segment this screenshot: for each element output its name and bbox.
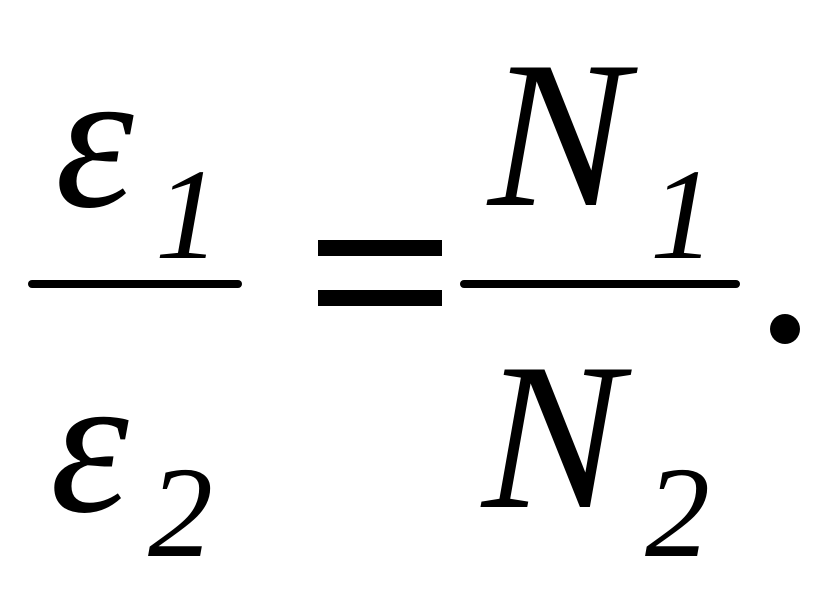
epsilon-denominator: ε (50, 334, 129, 555)
numerator-subscript-1: 1 (155, 143, 220, 287)
right-denominator-subscript-2: 2 (645, 441, 710, 585)
equals-bottom-bar (318, 290, 442, 306)
left-fraction-bar (28, 280, 242, 288)
right-numerator-subscript-1: 1 (650, 143, 715, 287)
denominator-subscript-2: 2 (148, 441, 213, 585)
period (770, 314, 800, 344)
epsilon-numerator: ε (55, 29, 134, 250)
right-fraction-bar (460, 280, 740, 288)
n-numerator: N (488, 19, 629, 251)
equals-top-bar (318, 240, 442, 256)
n-denominator: N (482, 321, 623, 553)
